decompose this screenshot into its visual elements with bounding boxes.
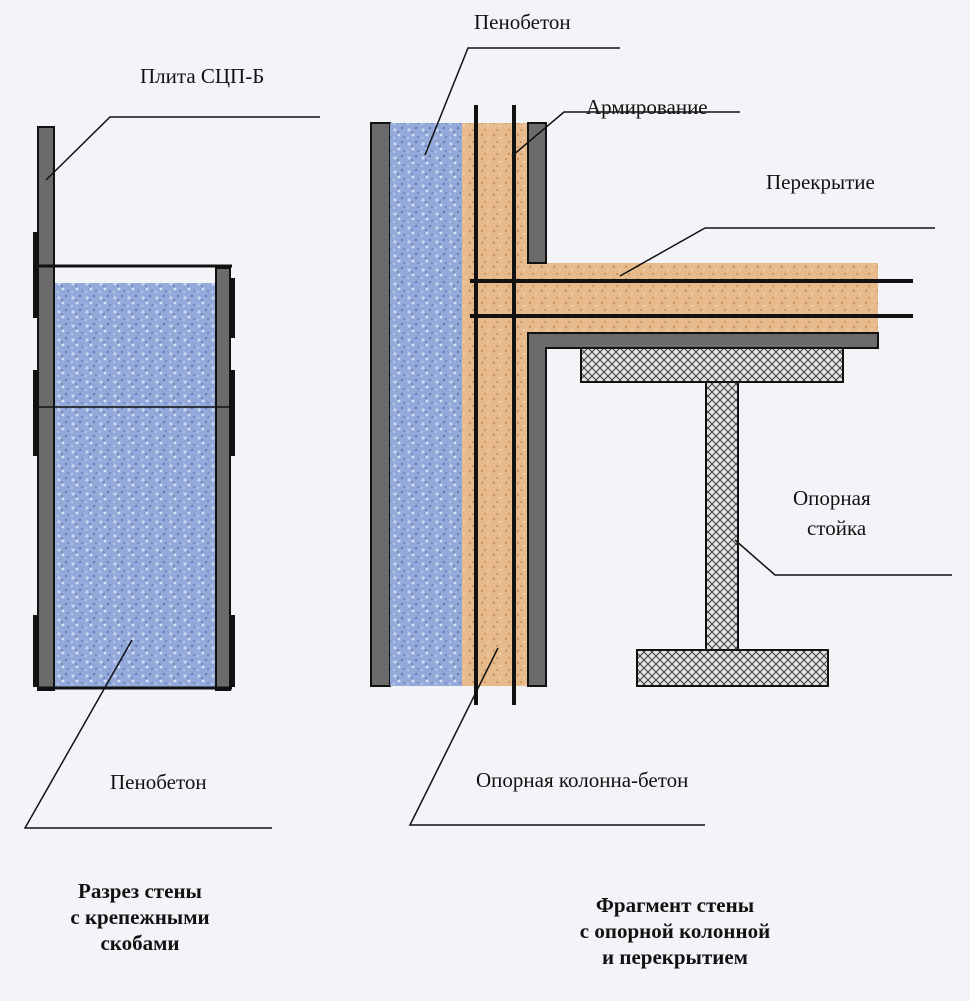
label-support-post-line2: стойка	[807, 516, 867, 540]
label-foam-concrete-left: Пенобетон	[110, 770, 207, 794]
leader-reinforcement	[511, 111, 740, 157]
label-plate: Плита СЦП-Б	[140, 64, 265, 88]
caption-left: Разрез стены с крепежными скобами	[40, 878, 240, 956]
label-foam-concrete-right: Пенобетон	[474, 10, 571, 34]
column-inner-plate-upper	[527, 122, 547, 264]
left-outer-plate	[37, 126, 55, 691]
label-reinforcement: Армирование	[586, 95, 708, 119]
support-post-i-beam	[580, 347, 844, 687]
i-beam-bottom-flange	[636, 649, 829, 687]
column-concrete-fill	[462, 123, 528, 686]
right-foam-concrete-fill	[390, 123, 462, 686]
bracket-right-2	[230, 370, 235, 456]
caption-left-line-1: Разрез стены	[78, 879, 202, 903]
leader-foam-concrete-right	[424, 47, 620, 156]
caption-right-line-2: с опорной колонной	[579, 919, 771, 943]
label-column-concrete: Опорная колонна-бетон	[476, 768, 689, 792]
caption-right: Фрагмент стены с опорной колонной и пере…	[555, 892, 795, 970]
i-beam-web	[705, 381, 739, 651]
leader-lines	[23, 47, 952, 829]
leader-slab	[619, 227, 935, 277]
leader-foam-concrete-left	[23, 639, 272, 829]
bracket-left-1	[33, 232, 38, 318]
bracket-right-1	[230, 278, 235, 338]
slab-concrete-fill	[528, 263, 878, 333]
bracket-right-3	[230, 615, 235, 687]
reinforcement-bars	[470, 105, 913, 705]
caption-left-line-3: скобами	[100, 931, 180, 955]
label-support-post-line1: Опорная	[793, 486, 871, 510]
caption-left-line-2: с крепежными	[70, 905, 210, 929]
left-inner-plate	[215, 267, 231, 691]
slab-bottom-plate	[527, 332, 879, 687]
leader-column-concrete	[408, 647, 705, 826]
bracket-left-2	[33, 370, 38, 456]
i-beam-top-flange	[580, 347, 844, 383]
caption-right-line-1: Фрагмент стены	[595, 893, 755, 917]
left-foam-concrete-fill	[54, 283, 216, 687]
leader-plate	[45, 116, 320, 181]
fastening-brackets	[33, 232, 235, 687]
bracket-left-3	[33, 615, 38, 687]
caption-right-line-3: и перекрытием	[602, 945, 748, 969]
label-slab: Перекрытие	[766, 170, 875, 194]
right-outer-plate	[370, 122, 391, 687]
leader-support-post	[734, 539, 952, 576]
